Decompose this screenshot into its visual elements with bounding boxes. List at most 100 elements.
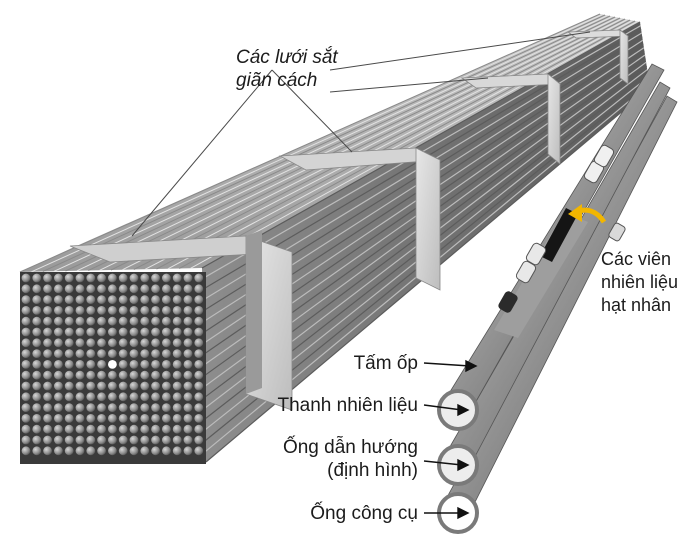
fuel-rod-label: Thanh nhiên liệu — [277, 395, 419, 416]
rod-end — [172, 360, 182, 369]
rod-end — [140, 424, 150, 434]
rod-end — [108, 435, 117, 445]
rod-end — [183, 295, 193, 304]
top-rod-line — [76, 16, 613, 272]
rod-end — [21, 284, 31, 294]
rod-end — [162, 370, 171, 380]
rod-end — [108, 381, 117, 391]
rod-end — [151, 273, 161, 283]
rod-end — [162, 306, 171, 315]
rod-end — [75, 403, 85, 412]
rod-end — [129, 284, 139, 294]
rod-end — [194, 370, 204, 380]
rod-end — [108, 349, 117, 358]
rod-end — [140, 381, 150, 391]
rod-end — [162, 414, 171, 423]
rod-end — [86, 424, 96, 434]
pellet-icon — [498, 144, 615, 313]
rod-end — [43, 273, 52, 283]
top-rod-line — [179, 20, 636, 269]
rod-end — [183, 435, 193, 445]
rod-end — [97, 360, 106, 369]
top-rod-line — [42, 14, 606, 272]
rod-end — [162, 316, 171, 326]
rod-end — [54, 295, 63, 304]
rod-end — [64, 273, 74, 283]
rod-end — [64, 360, 74, 369]
rod-end — [162, 446, 171, 456]
rod-end — [183, 446, 193, 456]
rod-end — [172, 306, 182, 315]
rod-end — [140, 435, 150, 445]
rod-end — [21, 327, 31, 337]
rod-end — [129, 370, 139, 380]
rod-end — [108, 316, 117, 326]
rod-end — [118, 284, 128, 294]
rod-end — [97, 381, 106, 391]
rod-end — [32, 338, 42, 348]
rod-end — [32, 370, 42, 380]
rod-end — [32, 435, 42, 445]
rod-end — [43, 392, 52, 402]
rod-end — [151, 370, 161, 380]
rod-end — [118, 273, 128, 283]
rod-end — [54, 316, 63, 326]
rod-end — [183, 316, 193, 326]
top-rod-line — [53, 15, 608, 272]
rod-end — [172, 349, 182, 358]
rod-end — [129, 349, 139, 358]
rod-end — [108, 403, 117, 412]
rod-end — [21, 403, 31, 412]
rod-end — [64, 349, 74, 358]
top-rod-line — [122, 18, 623, 271]
rod-end — [97, 446, 106, 456]
rod-end — [43, 414, 52, 423]
rod-end — [43, 446, 52, 456]
rod-end — [194, 338, 204, 348]
rod-end — [183, 370, 193, 380]
rod-end — [118, 446, 128, 456]
rod-end — [129, 338, 139, 348]
rod-end — [54, 349, 63, 358]
fuel-pellets-label-line-1: Các viên — [601, 249, 672, 269]
rod-end — [43, 370, 52, 380]
rod-end — [172, 403, 182, 412]
rod-end — [86, 435, 96, 445]
rod-end — [108, 392, 117, 402]
rod-end — [32, 349, 42, 358]
rod-end — [172, 370, 182, 380]
rod-end — [183, 284, 193, 294]
rod-end — [172, 273, 182, 283]
rod-end — [151, 392, 161, 402]
rod-end — [183, 349, 193, 358]
rod-end — [151, 435, 161, 445]
spacer-grids-label-line-1: Các lưới sắt — [236, 47, 338, 68]
rod-end — [129, 403, 139, 412]
rod-end — [43, 435, 52, 445]
rod-end — [97, 273, 106, 283]
rod-end — [43, 349, 52, 358]
rod-end — [86, 338, 96, 348]
rod-end — [151, 360, 161, 369]
rod-end — [151, 306, 161, 315]
rod-end — [183, 327, 193, 337]
rod-end — [108, 338, 117, 348]
rod-end — [86, 273, 96, 283]
top-rod-line — [99, 17, 618, 271]
top-rod-line — [133, 18, 626, 270]
rod-end — [54, 403, 63, 412]
rod-end — [21, 381, 31, 391]
rod-end — [194, 381, 204, 391]
rod-end — [151, 327, 161, 337]
rod-end — [43, 381, 52, 391]
fuel-pellets-label: Các viên nhiên liệu hạt nhân — [601, 248, 678, 317]
top-rod-line — [88, 16, 616, 271]
rod-end — [32, 424, 42, 434]
rod-end — [21, 360, 31, 369]
rod-end — [172, 284, 182, 294]
top-rod-lines — [19, 13, 641, 273]
rod-end — [140, 403, 150, 412]
rod-end — [194, 403, 204, 412]
top-rod-line — [190, 21, 638, 269]
